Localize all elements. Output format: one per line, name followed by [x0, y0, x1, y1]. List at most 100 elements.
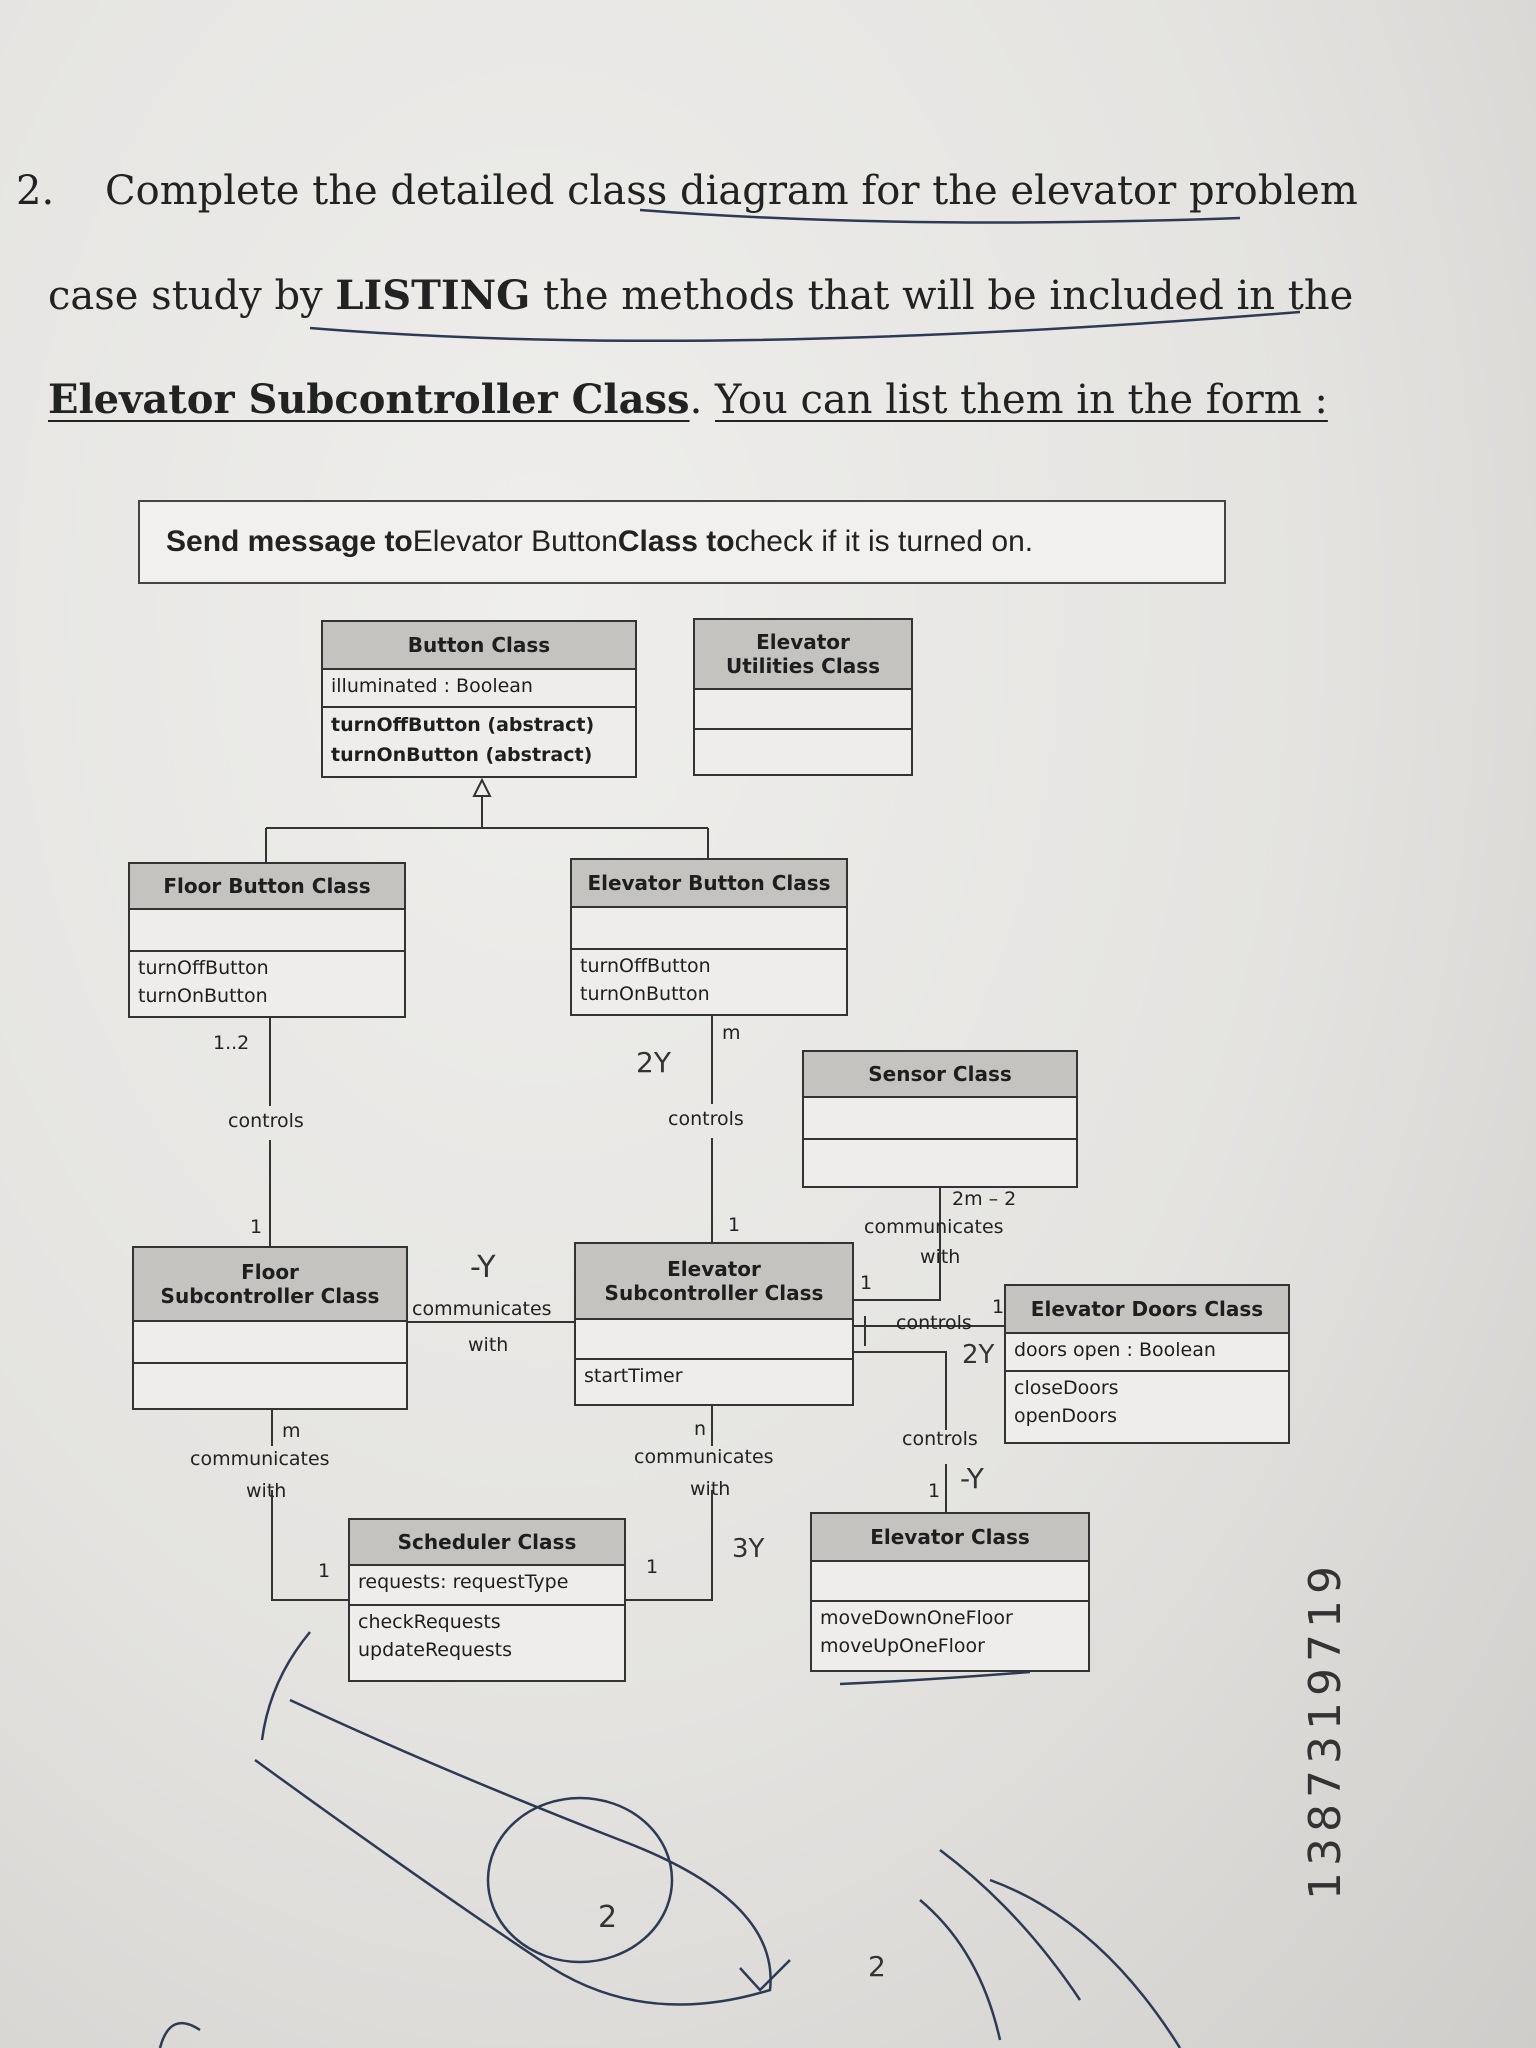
elevator-doors-class-box: Elevator Doors Class doors open : Boolea… — [1004, 1284, 1290, 1444]
handwritten-note: 2Y — [962, 1340, 995, 1370]
corner-curve — [158, 2021, 201, 2048]
multiplicity-label: m — [722, 1022, 741, 1044]
multiplicity-label: 1 — [728, 1214, 741, 1236]
scheduler-method: checkRequests — [358, 1611, 501, 1633]
elevator-class-methods: moveDownOneFloor moveUpOneFloor — [812, 1602, 1088, 1662]
sensor-es-line — [854, 1188, 941, 1301]
multiplicity-label: 1..2 — [213, 1032, 250, 1054]
elevator-doors-class-name: Elevator Doors Class — [1006, 1286, 1288, 1334]
floor-button-class-name: Floor Button Class — [130, 864, 404, 910]
es-sched-line-lower — [626, 1490, 713, 1601]
elevator-doors-methods: closeDoors openDoors — [1006, 1372, 1288, 1432]
scheduler-method: updateRequests — [358, 1639, 513, 1661]
underline-diagram — [639, 208, 1241, 224]
association-label: with — [690, 1478, 731, 1500]
example-form-box: Send message to Elevator Button Class to… — [138, 500, 1226, 584]
elevator-class-method: moveDownOneFloor — [820, 1607, 1013, 1629]
association-label: controls — [902, 1428, 978, 1450]
elevator-button-class-methods: turnOffButton turnOnButton — [572, 950, 846, 1010]
elevator-subcontroller-methods: startTimer — [576, 1360, 852, 1404]
elevator-button-class-box: Elevator Button Class turnOffButton turn… — [570, 858, 848, 1016]
association-label: with — [246, 1480, 287, 1502]
handwritten-circle-text: 2 — [598, 1900, 618, 1935]
multiplicity-label: m — [282, 1420, 301, 1442]
association-label: with — [468, 1334, 509, 1356]
floor-subcontroller-methods — [134, 1364, 406, 1408]
association-label: with — [920, 1246, 961, 1268]
scheduler-methods: checkRequests updateRequests — [350, 1606, 624, 1666]
multiplicity-label: n — [694, 1418, 707, 1440]
floor-button-class-attributes — [130, 910, 404, 952]
button-class-name: Button Class — [323, 622, 635, 670]
elevator-class-method: moveUpOneFloor — [820, 1635, 985, 1657]
association-label: controls — [668, 1108, 744, 1130]
elevator-doors-attribute: doors open : Boolean — [1006, 1334, 1288, 1372]
handwritten-note: 3Y — [732, 1534, 765, 1564]
utilities-class-methods — [695, 730, 911, 774]
elevator-subcontroller-attributes — [576, 1320, 852, 1360]
elevator-doors-method: closeDoors — [1014, 1377, 1119, 1399]
check-stroke — [739, 1959, 791, 1992]
floor-button-class-method: turnOnButton — [138, 985, 268, 1007]
question-line-2: case study by LISTING the methods that w… — [48, 272, 1354, 319]
button-class-method: turnOffButton (abstract) — [331, 714, 595, 736]
elevator-button-class-attributes — [572, 908, 846, 950]
sensor-class-name: Sensor Class — [804, 1052, 1076, 1098]
pencil-loop — [254, 1698, 772, 2006]
elevator-button-class-method: turnOffButton — [580, 955, 711, 977]
elevator-button-class-name: Elevator Button Class — [572, 860, 846, 908]
es-elevator-line — [854, 1351, 947, 1430]
association-label: communicates — [190, 1448, 330, 1470]
fs-sched-line-lower — [271, 1490, 348, 1601]
question-line-3: Elevator Subcontroller Class. You can li… — [48, 376, 1328, 423]
button-class-box: Button Class illuminated : Boolean turnO… — [321, 620, 637, 778]
association-label: controls — [896, 1312, 972, 1334]
question-number: 2. — [16, 168, 55, 214]
elevator-doors-method: openDoors — [1014, 1405, 1118, 1427]
multiplicity-label: 1 — [646, 1556, 659, 1578]
circle-mark — [486, 1796, 674, 1964]
association-label: communicates — [412, 1298, 552, 1320]
utilities-class-attributes — [695, 690, 911, 730]
multiplicity-label: 1 — [928, 1480, 941, 1502]
multiplicity-label: 1 — [860, 1272, 873, 1294]
elevator-class-attributes — [812, 1562, 1088, 1602]
floor-button-class-method: turnOffButton — [138, 957, 269, 979]
multiplicity-label: 2m – 2 — [952, 1188, 1017, 1210]
multiplicity-label: 1 — [992, 1296, 1005, 1318]
handwritten-mark: 2 — [868, 1950, 886, 1983]
floor-button-class-box: Floor Button Class turnOffButton turnOnB… — [128, 862, 406, 1018]
button-class-methods: turnOffButton (abstract) turnOnButton (a… — [323, 708, 635, 772]
scheduler-class-name: Scheduler Class — [350, 1520, 624, 1566]
sensor-class-attributes — [804, 1098, 1076, 1140]
elevator-class-name: Elevator Class — [812, 1514, 1088, 1562]
elevator-button-class-method: turnOnButton — [580, 983, 710, 1005]
button-class-attribute: illuminated : Boolean — [323, 670, 635, 708]
handwritten-id-number: 1387319719 — [1300, 1560, 1351, 1900]
multiplicity-label: 1 — [318, 1560, 331, 1582]
handwritten-note: -Y — [960, 1462, 984, 1495]
association-label: communicates — [634, 1446, 774, 1468]
bracket-mark — [260, 1631, 311, 1741]
association-label: communicates — [864, 1216, 1004, 1238]
scheduler-attribute: requests: requestType — [350, 1566, 624, 1606]
elevator-class-box: Elevator Class moveDownOneFloor moveUpOn… — [810, 1512, 1090, 1672]
scheduler-class-box: Scheduler Class requests: requestType ch… — [348, 1518, 626, 1682]
inherit-arrowhead — [472, 777, 492, 797]
association-label: controls — [228, 1110, 304, 1132]
elevator-subcontroller-method: startTimer — [584, 1365, 683, 1387]
handwritten-note: 2Y — [636, 1046, 671, 1079]
underline-listing — [309, 310, 1301, 343]
button-class-method: turnOnButton (abstract) — [331, 744, 593, 766]
multiplicity-label: 1 — [250, 1216, 263, 1238]
handwritten-note: -Y — [470, 1250, 496, 1285]
sensor-class-box: Sensor Class — [802, 1050, 1078, 1188]
